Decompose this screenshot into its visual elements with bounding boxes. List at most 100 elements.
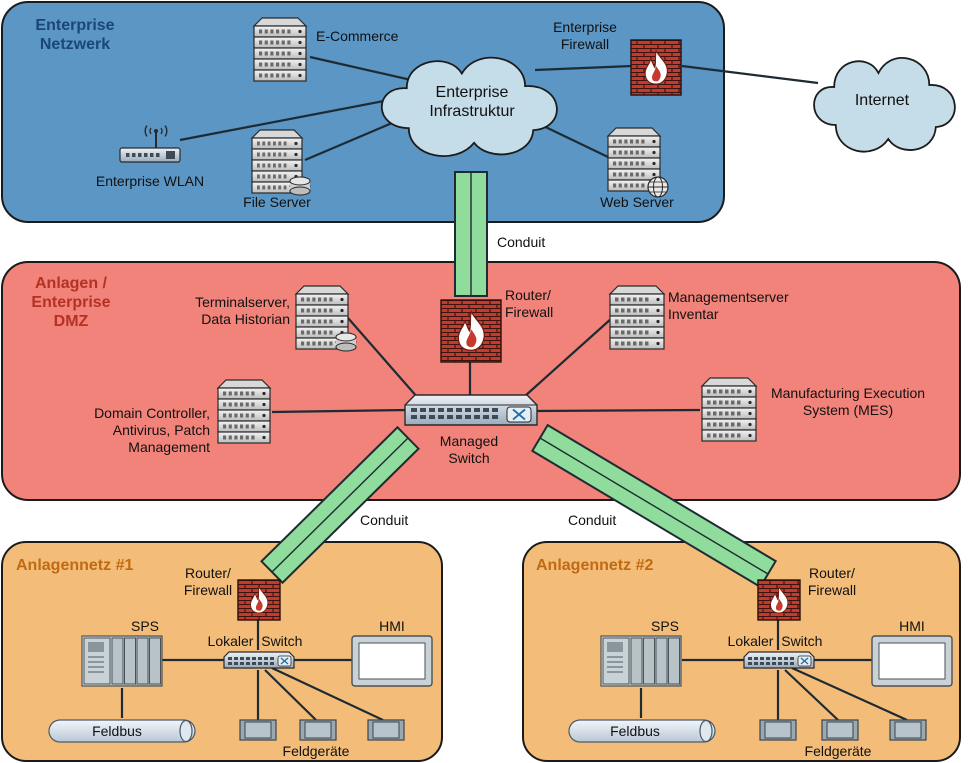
domain-controller-server-slot — [251, 402, 255, 407]
internet-label: Internet — [855, 92, 910, 109]
mes-server-slot — [707, 411, 711, 416]
label-line: Lokaler Switch — [208, 633, 303, 649]
file-server-led — [294, 152, 298, 157]
management-server — [608, 285, 666, 350]
plant-1-local-switch-port — [240, 662, 244, 665]
management-server-slot — [627, 319, 631, 324]
management-server-slot — [615, 308, 619, 313]
mes-server-slot — [719, 389, 723, 394]
label-line: File Server — [243, 194, 311, 210]
file-server-slot — [273, 152, 276, 157]
domain-controller-server-slot — [228, 391, 232, 396]
terminal-server-slot — [306, 308, 310, 313]
management-server-slot — [621, 330, 625, 335]
mes-server-slot — [737, 422, 741, 427]
terminal-server-database-body — [336, 337, 356, 347]
plant-2-zone-title: Anlagennetz #2 — [536, 557, 653, 574]
file-server-slot — [278, 163, 282, 168]
terminal-server-slot — [301, 308, 305, 313]
mes-server-slot — [731, 411, 735, 416]
plant-1-local-switch-port — [240, 657, 244, 660]
ecommerce-server-slot — [287, 51, 291, 56]
plant-2-hmi-label: HMI — [899, 618, 925, 634]
plant-1-local-switch-port — [258, 662, 262, 665]
domain-controller-server-slot — [234, 424, 238, 429]
plant-2-sps — [600, 635, 682, 687]
plant-1-sps-display — [88, 642, 104, 652]
ecommerce-server-slot — [270, 40, 274, 45]
plant-1-zone-title: Anlagennetz #1 — [16, 557, 133, 574]
mes-server-slot — [725, 422, 729, 427]
label-line: Data Historian — [201, 311, 290, 327]
file-server — [250, 129, 311, 196]
file-server-slot — [257, 141, 260, 146]
plant-1-field-device-2 — [299, 719, 337, 741]
link-cloud-webserver — [534, 121, 609, 158]
plant-2-sps-io-module — [655, 637, 668, 685]
file-server-top — [250, 129, 304, 139]
ecommerce-server-slot — [264, 62, 268, 67]
enterprise-infrastructure-cloud-shape — [381, 56, 558, 157]
ecommerce-server-slot — [276, 40, 280, 45]
plant-2-local-switch-port — [748, 657, 752, 660]
domain-controller-server-led — [262, 402, 266, 407]
label-line: HMI — [899, 618, 925, 634]
mes-server-unit — [701, 429, 757, 442]
domain-controller-server-slot — [234, 391, 238, 396]
link-mes-switch — [534, 408, 701, 413]
file-server-slot — [257, 163, 260, 168]
label-line: Anlagennetz #2 — [536, 557, 653, 574]
mes-server-slot — [731, 389, 735, 394]
label-line: Terminalserver, — [195, 294, 290, 310]
managed-switch-port — [411, 415, 417, 419]
mes-server-slot — [707, 433, 711, 438]
label-line: Manufacturing Execution — [771, 385, 925, 401]
plant-2-local-switch-port — [772, 657, 776, 660]
plant-2-local-switch-port — [790, 662, 794, 665]
internet-cloud — [813, 57, 956, 153]
mes-server-led — [748, 400, 752, 405]
ecommerce-server-slot — [281, 73, 285, 78]
file-server-led — [294, 141, 298, 146]
management-server-slot — [615, 330, 619, 335]
mes-server-slot — [725, 433, 729, 438]
ecommerce-server-slot — [270, 62, 274, 67]
label-line: Feldbus — [610, 723, 660, 739]
management-server-slot — [639, 308, 643, 313]
plant-1-field-device-1 — [239, 719, 277, 741]
file-server-slot — [278, 174, 282, 179]
management-server-led — [656, 330, 660, 335]
managed-switch-port — [492, 408, 498, 412]
mes-server-slot — [725, 400, 729, 405]
ecommerce-server-slot — [287, 62, 291, 67]
enterprise-wlan-router-led — [150, 153, 154, 157]
web-server-slot — [618, 150, 622, 155]
domain-controller-server-slot — [234, 413, 238, 418]
web-server-slot — [613, 172, 617, 177]
terminal-server-slot — [323, 308, 327, 313]
terminal-server-slot — [329, 297, 333, 302]
web-server-slot — [630, 183, 634, 188]
terminal-server-slot — [323, 319, 327, 324]
plant-2-hmi-screen — [878, 642, 946, 680]
web-server-slot — [618, 161, 622, 166]
enterprise-firewall — [630, 39, 682, 96]
terminal-server-slot — [318, 319, 322, 324]
domain-controller-server-slot — [228, 424, 232, 429]
mes-server-slot — [737, 433, 741, 438]
link-wlan-cloud — [179, 94, 411, 142]
ecommerce-server-led — [298, 51, 302, 56]
domain-controller-server-led — [262, 424, 266, 429]
plant-2-sps-io-module — [630, 637, 643, 685]
managed-switch — [404, 394, 538, 426]
label-line: System (MES) — [803, 402, 893, 418]
plant-1-local-switch-port — [234, 662, 238, 665]
managed-switch-port — [420, 415, 426, 419]
label-line: SPS — [131, 618, 159, 634]
file-server-slot — [283, 152, 287, 157]
